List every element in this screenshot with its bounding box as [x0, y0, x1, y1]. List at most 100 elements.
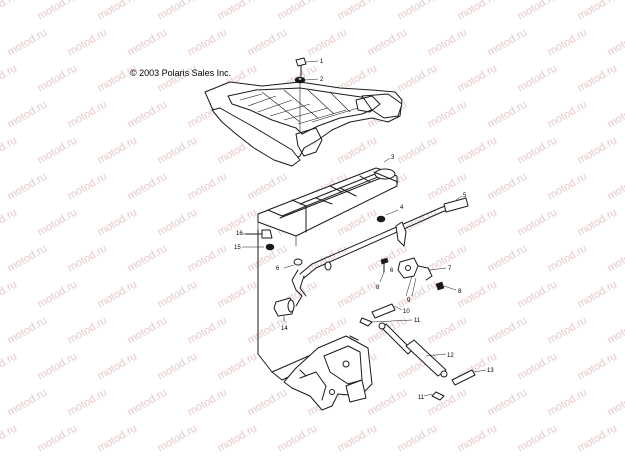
part-13-rod [451, 369, 476, 386]
watermark-text: motod.ru [96, 278, 140, 310]
callout-9: 9 [407, 298, 411, 304]
watermark-text: motod.ru [216, 422, 260, 454]
watermark-text: motod.ru [36, 134, 80, 166]
callout-2: 2 [320, 77, 324, 83]
watermark-text: motod.ru [456, 278, 500, 310]
watermark-text: motod.ru [516, 422, 560, 454]
watermark-text: motod.ru [96, 350, 140, 382]
watermark-text: motod.ru [96, 134, 140, 166]
watermark-text: motod.ru [576, 422, 620, 454]
callout-8: 8 [376, 285, 380, 291]
callout-15: 15 [234, 245, 241, 251]
watermark-text: motod.ru [366, 26, 410, 58]
callout-14: 14 [281, 326, 288, 332]
callout-7: 7 [448, 266, 452, 272]
part-11-clip-lower [431, 391, 445, 401]
watermark-text: motod.ru [516, 206, 560, 238]
watermark-text: motod.ru [246, 26, 290, 58]
watermark-text: motod.ru [456, 206, 500, 238]
watermark-text: motod.ru [126, 386, 170, 418]
watermark-text: motod.ru [36, 350, 80, 382]
watermark-text: motod.ru [396, 0, 440, 23]
watermark-text: motod.ru [516, 134, 560, 166]
watermark-text: motod.ru [576, 0, 620, 23]
watermark-text: motod.ru [66, 26, 110, 58]
watermark-text: motod.ru [156, 134, 200, 166]
part-4-latch-bracket [376, 215, 407, 247]
assembly-guide-line [257, 229, 273, 373]
watermark-text: motod.ru [486, 26, 530, 58]
watermark-text: motod.ru [516, 350, 560, 382]
watermark-text: motod.ru [456, 134, 500, 166]
watermark-text: motod.ru [576, 134, 620, 166]
watermark-text: motod.ru [126, 98, 170, 130]
watermark-text: motod.ru [126, 242, 170, 274]
watermark-text: motod.ru [426, 386, 470, 418]
watermark-text: motod.ru [126, 26, 170, 58]
watermark-text: motod.ru [186, 242, 230, 274]
watermark-text: motod.ru [126, 170, 170, 202]
watermark-text: motod.ru [246, 170, 290, 202]
watermark-text: motod.ru [276, 422, 320, 454]
watermark-text: motod.ru [276, 0, 320, 23]
watermark-text: motod.ru [0, 134, 19, 166]
part-8-bolt [380, 257, 389, 273]
callout-12: 12 [447, 353, 454, 359]
callout-10: 10 [403, 309, 410, 315]
watermark-text: motod.ru [336, 0, 380, 23]
watermark-text: motod.ru [156, 422, 200, 454]
callout-3: 3 [391, 155, 395, 161]
watermark-text: motod.ru [486, 170, 530, 202]
watermark-text: motod.ru [486, 386, 530, 418]
part-2-nut [294, 76, 306, 84]
callout-13: 13 [487, 368, 494, 374]
callout-11-lower: 11 [418, 395, 425, 401]
watermark-text: motod.ru [186, 170, 230, 202]
watermark-text: motod.ru [0, 350, 19, 382]
watermark-text: motod.ru [516, 0, 560, 23]
watermark-text: motod.ru [186, 314, 230, 346]
watermark-text: motod.ru [156, 350, 200, 382]
callout-8-right: 8 [458, 289, 462, 295]
part-15-nut [265, 243, 275, 251]
watermark-text: motod.ru [606, 242, 625, 274]
part-3-seat-frame [257, 167, 399, 246]
watermark-text: motod.ru [216, 278, 260, 310]
watermark-text: motod.ru [606, 26, 625, 58]
watermark-text: motod.ru [246, 386, 290, 418]
callout-6: 6 [276, 266, 280, 272]
part-11-clip-upper [359, 317, 373, 327]
watermark-text: motod.ru [336, 134, 380, 166]
callout-1: 1 [320, 59, 324, 65]
part-12-gas-strut [378, 322, 448, 378]
part-6-nut-left [293, 258, 303, 266]
callout-5: 5 [463, 193, 467, 199]
watermark-text: motod.ru [36, 206, 80, 238]
watermark-text: motod.ru [426, 26, 470, 58]
watermark-text: motod.ru [516, 278, 560, 310]
watermark-text: motod.ru [6, 26, 50, 58]
part-7-latch-hook [397, 257, 433, 281]
watermark-text: motod.ru [0, 422, 19, 454]
watermark-text: motod.ru [336, 422, 380, 454]
watermark-text: motod.ru [6, 314, 50, 346]
watermark-text: motod.ru [36, 0, 80, 23]
watermark-text: motod.ru [156, 206, 200, 238]
watermark-text: motod.ru [66, 314, 110, 346]
watermark-text: motod.ru [96, 0, 140, 23]
watermark-text: motod.ru [396, 62, 440, 94]
watermark-text: motod.ru [66, 98, 110, 130]
watermark-text: motod.ru [576, 62, 620, 94]
watermark-text: motod.ru [396, 134, 440, 166]
watermark-text: motod.ru [396, 278, 440, 310]
watermark-text: motod.ru [546, 386, 590, 418]
watermark-text: motod.ru [66, 170, 110, 202]
watermark-text: motod.ru [216, 350, 260, 382]
watermark-text: motod.ru [216, 0, 260, 23]
watermark-text: motod.ru [486, 98, 530, 130]
watermark-text: motod.ru [456, 0, 500, 23]
watermark-text: motod.ru [576, 206, 620, 238]
watermark-text: motod.ru [66, 242, 110, 274]
watermark-text: motod.ru [606, 386, 625, 418]
